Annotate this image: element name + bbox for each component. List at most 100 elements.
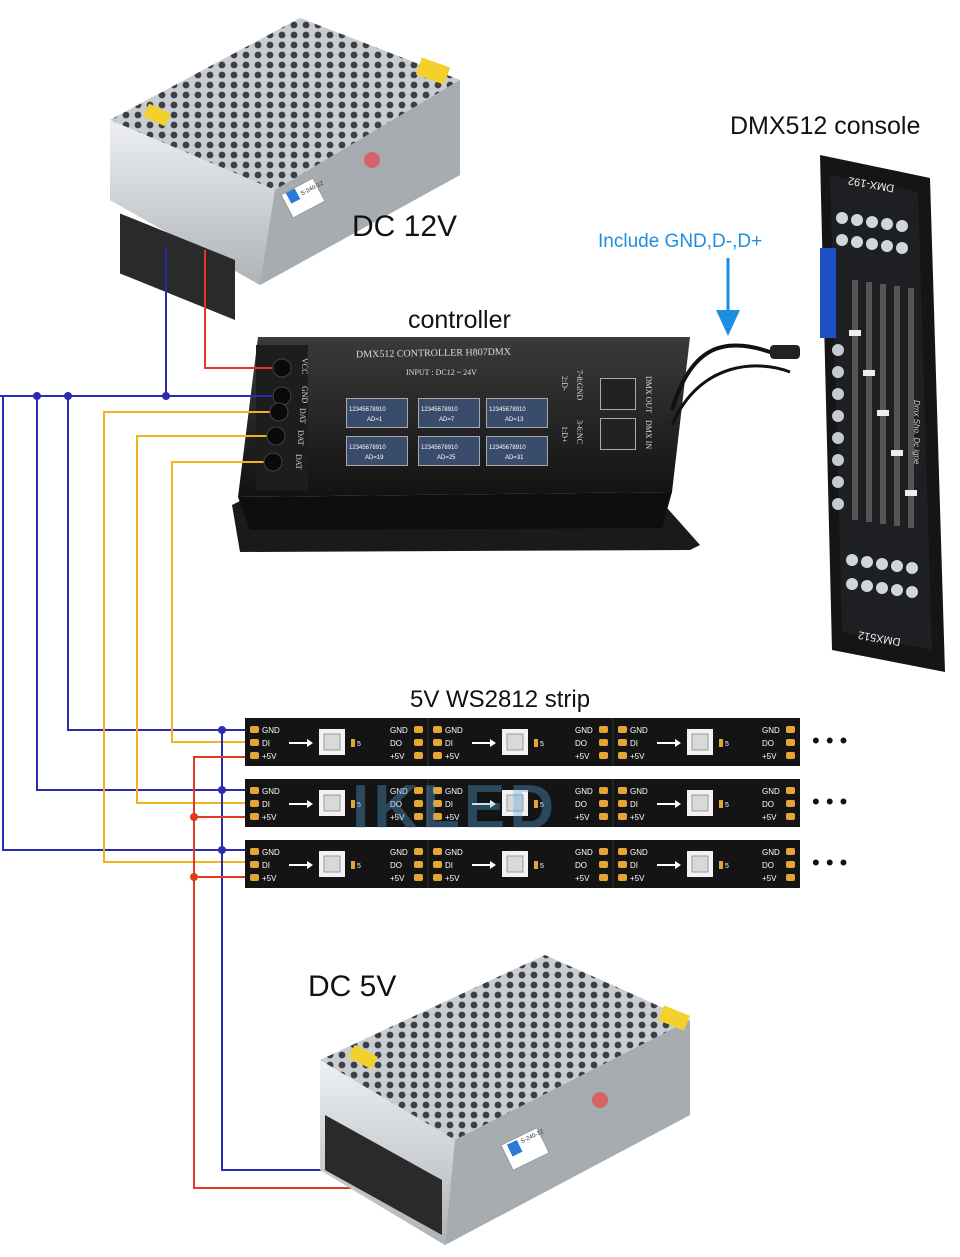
strip-1-seg-3-right-pad-3	[786, 752, 795, 759]
strip-3-seg-3-left-label-2: DI	[630, 861, 638, 870]
strip-1-seg-3-left-label-1: GND	[630, 726, 648, 735]
strip-2-seg-1-arrowhead-icon	[307, 800, 313, 808]
strip-2-seg-3-led-mark: 5	[725, 802, 729, 809]
strip-1-seg-2-right-pad-3	[599, 752, 608, 759]
strip-3-seg-3-left-pad-3	[618, 874, 627, 881]
strip-3-seg-3-right-pad-1	[786, 848, 795, 855]
strip-2-seg-3-left-pad-1	[618, 787, 627, 794]
strip-2-seg-2-left-pad-3	[433, 813, 442, 820]
terminal-dat-2: DAT	[296, 430, 305, 446]
strip-1-seg-2-capacitor	[534, 739, 538, 747]
strip-1-seg-2-left-pad-2	[433, 739, 442, 746]
strip-2-seg-3-right-pad-3	[786, 813, 795, 820]
strip-2-continues: • • •	[812, 789, 848, 814]
strip-1-seg-3-right-label-2: DO	[762, 739, 774, 748]
dip-switch-6: 12345678910 AD=31	[486, 436, 548, 466]
strip-3-seg-1-capacitor	[351, 861, 355, 869]
psu-5v	[320, 955, 690, 1245]
psu-12v-terminals	[120, 213, 235, 320]
strip-3-seg-1-right-label-3: +5V	[390, 874, 405, 883]
wire-vcc-5v	[193, 756, 410, 1189]
controller-terminals	[263, 358, 292, 472]
strip-2-seg-3-right-label-1: GND	[762, 787, 780, 796]
strip-2-seg-3-capacitor	[719, 800, 723, 808]
xlr-plug	[770, 345, 800, 359]
strip-2-seg-2-right-label-2: DO	[575, 800, 587, 809]
strip-2-seg-1-right-label-2: DO	[390, 800, 402, 809]
dmx-in-label: DMX IN	[644, 420, 653, 450]
strip-1-seg-2-left-pad-1	[433, 726, 442, 733]
arrow-down-icon	[716, 258, 740, 336]
strip-1-continues: • • •	[812, 728, 848, 753]
strip-2-seg-1-left-label-2: DI	[262, 800, 270, 809]
strip-1-seg-3-left-label-3: +5V	[630, 752, 645, 761]
pin-note-nc: 3-6:NC	[575, 420, 584, 444]
strip-3-seg-1-right-pad-3	[414, 874, 423, 881]
strip-2-seg-2-left-label-1: GND	[445, 787, 463, 796]
strip-2-seg-3-arrowhead-icon	[675, 800, 681, 808]
strip-3-seg-2-led-mark: 5	[540, 863, 544, 870]
strip-2-seg-2-right-pad-1	[599, 787, 608, 794]
strip-1-seg-1-left-pad-2	[250, 739, 259, 746]
strip-3-seg-1-left-label-2: DI	[262, 861, 270, 870]
strip-3-seg-2-right-pad-2	[599, 861, 608, 868]
console-label: DMX512 console	[730, 112, 921, 140]
strip-3-seg-2-capacitor	[534, 861, 538, 869]
strip-1-seg-3-arrowhead-icon	[675, 739, 681, 747]
dip-switch-4: 12345678910 AD=19	[346, 436, 408, 466]
strip-2-seg-1-right-pad-3	[414, 813, 423, 820]
strip-1-seg-1-left-label-1: GND	[262, 726, 280, 735]
strip-1-seg-3-left-pad-1	[618, 726, 627, 733]
console-buttons-bottom	[846, 554, 918, 598]
strip-2-seg-3-left-label-2: DI	[630, 800, 638, 809]
strip-1-seg-1-left-pad-3	[250, 752, 259, 759]
strip-1-seg-3-capacitor	[719, 739, 723, 747]
dmx-in-port[interactable]	[600, 418, 636, 450]
strip-3-seg-2-left-pad-2	[433, 861, 442, 868]
strip-3-seg-2-right-pad-3	[599, 874, 608, 881]
strip-3-seg-1-left-pad-3	[250, 874, 259, 881]
strip-3-seg-2-left-pad-3	[433, 874, 442, 881]
console-side-buttons	[832, 344, 844, 510]
strip-3-seg-3-right-label-1: GND	[762, 848, 780, 857]
strip-1-seg-3-left-pad-2	[618, 739, 627, 746]
wire-gnd-strip1	[67, 396, 258, 731]
pin-note-d-minus: 2:D-	[560, 376, 569, 391]
console-faders	[849, 280, 917, 528]
strip-3-seg-1-left-label-3: +5V	[262, 874, 277, 883]
psu-5v-label: DC 5V	[308, 970, 397, 1003]
strip-3-seg-2-left-label-3: +5V	[445, 874, 460, 883]
strip-1-seg-3-right-label-3: +5V	[762, 752, 777, 761]
strip-1-seg-1-arrowhead-icon	[307, 739, 313, 747]
strip-2-seg-1-left-pad-2	[250, 800, 259, 807]
strip-3-seg-2-right-pad-1	[599, 848, 608, 855]
strip-1-seg-2-arrowhead-icon	[490, 739, 496, 747]
strip-3-seg-1-right-label-1: GND	[390, 848, 408, 857]
pin-note-d-plus: 1:D+	[560, 426, 569, 443]
wire-dat-3	[103, 411, 272, 863]
include-note: Include GND,D-,D+	[598, 231, 763, 252]
strip-1-seg-1-right-pad-1	[414, 726, 423, 733]
strip-2-seg-2-left-label-2: DI	[445, 800, 453, 809]
strip-2-seg-2-right-pad-3	[599, 813, 608, 820]
controller-label: controller	[408, 306, 511, 334]
strip-1-seg-1-right-pad-3	[414, 752, 423, 759]
strip-1-seg-2-left-label-2: DI	[445, 739, 453, 748]
dip-switch-panel: 12345678910 AD=1 12345678910 AD=7 123456…	[346, 398, 548, 468]
pin-note-gnd: 7-8:GND	[575, 370, 584, 401]
terminal-dat-1: DAT	[298, 408, 307, 424]
strip-2-seg-3-right-label-3: +5V	[762, 813, 777, 822]
strip-2-seg-1-right-label-1: GND	[390, 787, 408, 796]
strip-2-seg-1-right-pad-1	[414, 787, 423, 794]
dmx-out-port[interactable]	[600, 378, 636, 410]
dip-switch-5: 12345678910 AD=25	[418, 436, 480, 466]
terminal-dat-3: DAT	[294, 454, 303, 470]
strip-3-seg-3-right-pad-3	[786, 874, 795, 881]
strip-3-continues: • • •	[812, 850, 848, 875]
strip-1-seg-2-left-label-3: +5V	[445, 752, 460, 761]
strip-2-seg-2-led-mark: 5	[540, 802, 544, 809]
strip-3-seg-3-capacitor	[719, 861, 723, 869]
dmx-cable	[670, 343, 791, 411]
terminal-gnd: GND	[300, 386, 309, 404]
